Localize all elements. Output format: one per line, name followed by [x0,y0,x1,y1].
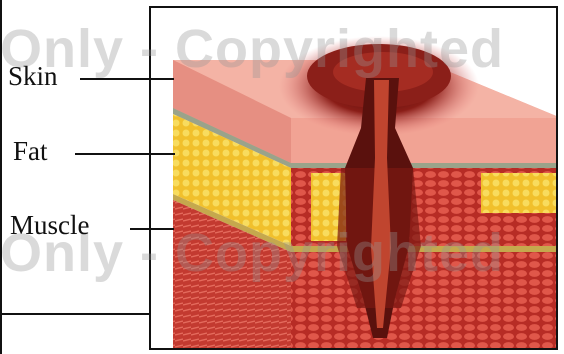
illustration-panel [149,6,558,350]
pressure-ulcer-illustration [151,8,558,350]
label-muscle: Muscle [10,212,89,239]
leader-muscle [130,228,174,230]
leader-fat [75,153,175,155]
label-fat: Fat [13,138,48,165]
muscle-front-layer [291,252,558,350]
label-skin: Skin [8,63,58,90]
fat-patch-right [481,173,558,213]
frame-bottom-rule [0,313,150,315]
leader-skin [80,78,174,80]
frame-left-edge [0,0,2,354]
